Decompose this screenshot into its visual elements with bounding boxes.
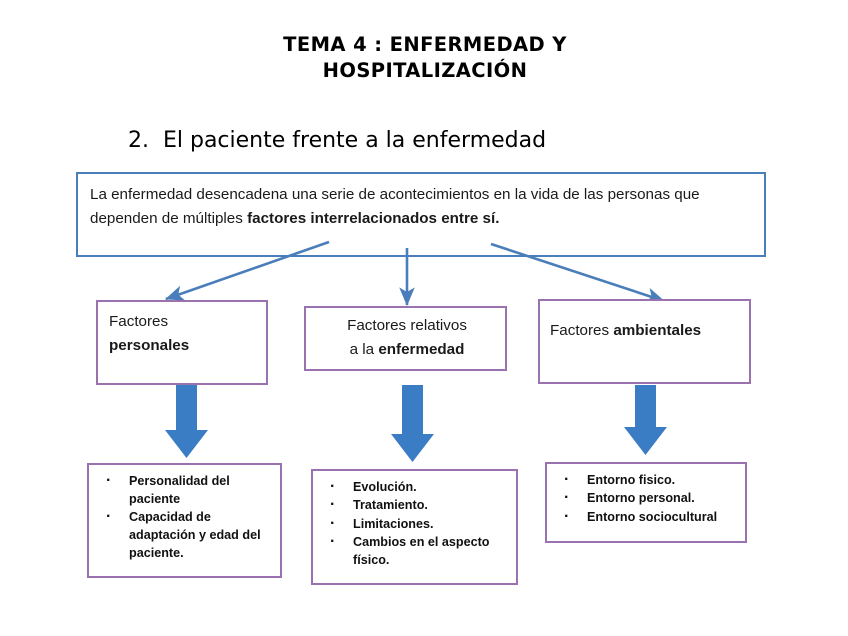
block-arrow-personales [165, 385, 208, 458]
bullet-list-personales: Personalidad del paciente Capacidad de a… [97, 470, 276, 563]
bullet-list-ambientales: Entorno fisico. Entorno personal. Entorn… [555, 469, 741, 529]
factor-box-enfermedad: Factores relativos a la enfermedad [304, 306, 507, 371]
factor-ambientales-normal: Factores [550, 322, 614, 339]
list-item: Entorno fisico. [555, 469, 741, 492]
list-item: Cambios en el aspecto físico. [321, 531, 512, 570]
factor-box-enfermedad-text: Factores relativos a la enfermedad [312, 314, 502, 361]
intro-text-bold: factores interrelacionados entre sí. [247, 209, 500, 227]
bullet-list-enfermedad: Evolución. Tratamiento. Limitaciones. Ca… [321, 476, 512, 570]
bullet-box-personales: Personalidad del paciente Capacidad de a… [87, 463, 282, 578]
factor-box-personales-text: Factores personales [109, 310, 259, 357]
factor-personales-line1: Factores [109, 313, 169, 330]
factor-ambientales-bold: ambientales [613, 322, 702, 339]
list-item: Tratamiento. [321, 494, 512, 517]
intro-statement-box: La enfermedad desencadena una serie de a… [76, 172, 766, 257]
list-item: Capacidad de adaptación y edad del pacie… [97, 506, 276, 563]
factor-box-ambientales-text: Factores ambientales [550, 319, 748, 343]
bullet-box-enfermedad: Evolución. Tratamiento. Limitaciones. Ca… [311, 469, 518, 585]
block-arrow-enfermedad [391, 385, 434, 462]
factor-personales-line2: personales [109, 336, 190, 354]
bullet-box-ambientales: Entorno fisico. Entorno personal. Entorn… [545, 462, 747, 543]
list-item: Limitaciones. [321, 513, 512, 536]
list-item: Evolución. [321, 476, 512, 499]
list-item: Entorno sociocultural [555, 506, 741, 529]
factor-enfermedad-line2-normal: a la [349, 340, 379, 358]
section-heading: 2. El paciente frente a la enfermedad [128, 128, 547, 153]
factor-box-ambientales: Factores ambientales [538, 299, 751, 384]
factor-box-personales: Factores personales [96, 300, 268, 385]
intro-statement-text: La enfermedad desencadena una serie de a… [90, 183, 750, 230]
page-title: TEMA 4 : ENFERMEDAD Y HOSPITALIZACIÓN [283, 33, 567, 82]
factor-enfermedad-line2-bold: enfermedad [378, 340, 465, 358]
factor-enfermedad-line1: Factores relativos [347, 317, 467, 334]
list-item: Entorno personal. [555, 487, 741, 510]
block-arrow-ambientales [624, 385, 667, 455]
list-item: Personalidad del paciente [97, 470, 276, 509]
intro-text-normal: La enfermedad desencadena una serie de a… [90, 186, 700, 227]
